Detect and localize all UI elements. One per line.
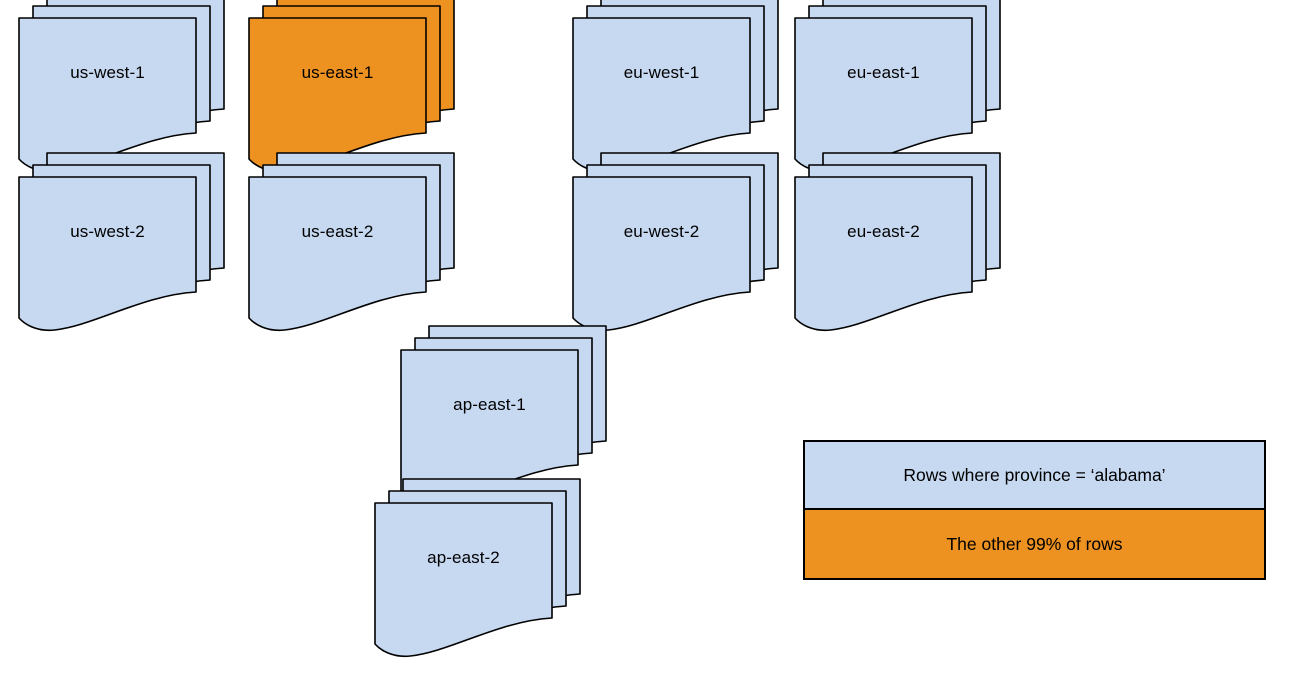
document-sheet <box>18 176 197 332</box>
legend: Rows where province = ‘alabama’ The othe… <box>803 440 1266 580</box>
document-sheet <box>572 176 751 332</box>
legend-label-other: The other 99% of rows <box>946 533 1123 554</box>
document-stack-ap-east-2 <box>373 477 582 660</box>
document-sheet <box>248 176 427 332</box>
document-stack-us-west-1 <box>17 0 226 175</box>
document-stack-ap-east-1 <box>399 324 608 507</box>
document-stack-us-east-1 <box>247 0 456 175</box>
document-stack-eu-east-1 <box>793 0 1002 175</box>
document-stack-eu-west-2 <box>571 151 780 334</box>
document-sheet <box>794 17 973 173</box>
document-stack-eu-east-2 <box>793 151 1002 334</box>
legend-label-alabama: Rows where province = ‘alabama’ <box>903 464 1166 485</box>
document-sheet <box>248 17 427 173</box>
document-stack-us-west-2 <box>17 151 226 334</box>
document-sheet <box>794 176 973 332</box>
document-stack-us-east-2 <box>247 151 456 334</box>
document-stack-eu-west-1 <box>571 0 780 175</box>
legend-row-alabama: Rows where province = ‘alabama’ <box>805 442 1264 510</box>
document-sheet <box>374 502 553 658</box>
legend-row-other: The other 99% of rows <box>805 510 1264 578</box>
document-sheet <box>572 17 751 173</box>
document-sheet <box>18 17 197 173</box>
